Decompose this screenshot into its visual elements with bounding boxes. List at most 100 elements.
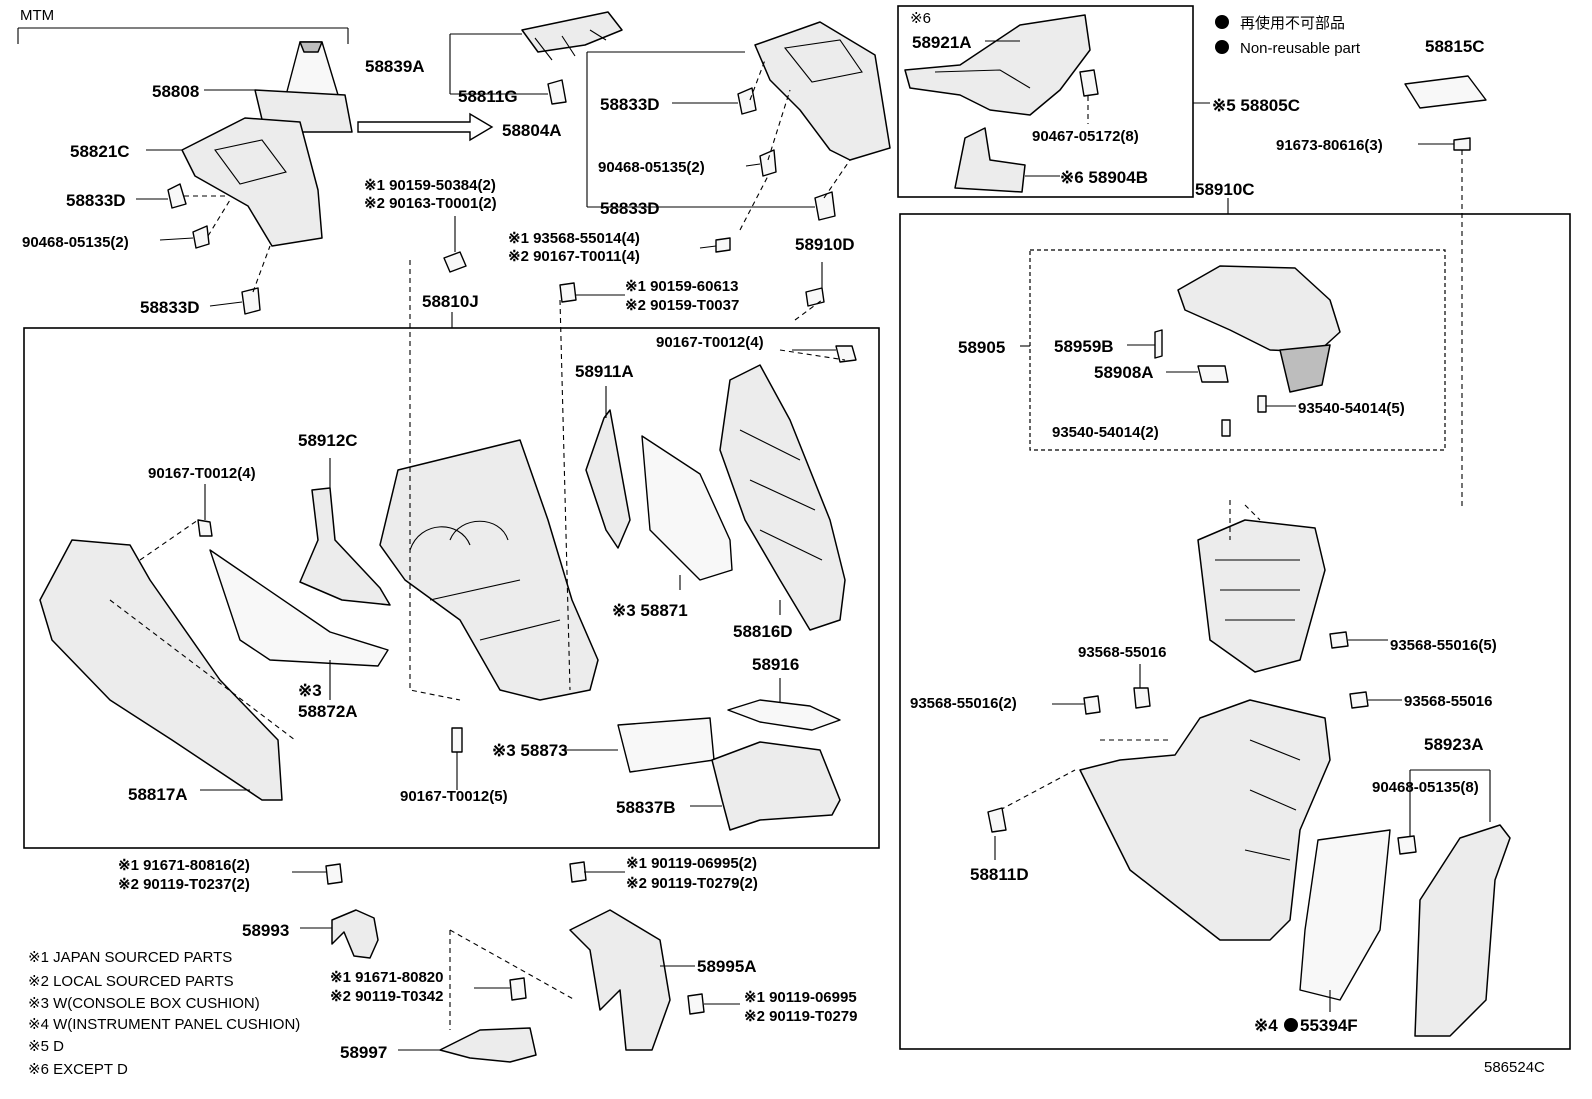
rear-trim-shape (1414, 824, 1511, 1037)
bracket-58997-shape (439, 1027, 537, 1063)
part-label-90159-T0037: ※2 90159-T0037 (625, 297, 739, 314)
part-label-55394F-note: ※4 (1254, 1016, 1278, 1035)
variant-label: MTM (20, 7, 54, 24)
part-label-90119-T0342: ※2 90119-T0342 (330, 988, 444, 1005)
shift-bezel-a-group (449, 11, 891, 231)
transition-arrow (357, 112, 494, 142)
footnote-5: ※5 D (28, 1038, 64, 1055)
part-label-91671-80816: ※1 91671-80816(2) (118, 857, 250, 874)
part-label-58997: 58997 (340, 1043, 387, 1062)
part-label-58808: 58808 (152, 82, 199, 101)
footnote-6: ※6 EXCEPT D (28, 1061, 128, 1078)
part-label-58873: ※3 58873 (492, 741, 568, 760)
part-label-58817A: 58817A (128, 785, 188, 804)
labels: MTM 58808 58839A 58811G 58833D 58804A 90… (20, 7, 1545, 1078)
part-label-58995A: 58995A (697, 957, 757, 976)
rear-console-frame (899, 213, 1571, 1050)
part-label-55394F-group: ※4 55394F (1254, 1016, 1358, 1035)
part-label-90119-T0279: ※2 90119-T0279 (744, 1008, 858, 1025)
part-label-93568-55016-a: 93568-55016 (1078, 644, 1166, 661)
footnote-3: ※3 W(CONSOLE BOX CUSHION) (28, 995, 260, 1012)
left-side-panel-shape (39, 539, 283, 801)
armrest-subframe (1029, 249, 1446, 451)
part-label-93540-54014-5: 93540-54014(5) (1298, 400, 1405, 417)
footnote-2: ※2 LOCAL SOURCED PARTS (28, 973, 234, 990)
part-label-58815C: 58815C (1425, 37, 1485, 56)
part-label-58811G: 58811G (458, 87, 518, 106)
part-label-58916: 58916 (752, 655, 799, 674)
footnote-4: ※4 W(INSTRUMENT PANEL CUSHION) (28, 1016, 300, 1033)
cup-holder-shape (711, 741, 841, 831)
part-label-58911A: 58911A (575, 362, 634, 381)
part-label-90468-05135-8: 90468-05135(8) (1372, 779, 1479, 796)
part-label-58908A: 58908A (1094, 363, 1154, 382)
part-label-91673-80616: 91673-80616(3) (1276, 137, 1383, 154)
console-box-body-shape (1197, 519, 1326, 673)
part-label-90159-50384: ※1 90159-50384(2) (364, 177, 496, 194)
part-label-58923A: 58923A (1424, 735, 1484, 754)
console-box-shape (379, 439, 599, 701)
footnotes: ※1 JAPAN SOURCED PARTS ※2 LOCAL SOURCED … (28, 949, 300, 1078)
part-label-90119-T0279-2: ※2 90119-T0279(2) (626, 875, 758, 892)
armrest-lid-shape (1177, 265, 1341, 353)
part-label-90163-T0001: ※2 90163-T0001(2) (364, 195, 497, 212)
part-label-93540-54014-2: 93540-54014(2) (1052, 424, 1159, 441)
part-label-58959B: 58959B (1054, 337, 1114, 356)
part-label-93568-55016-2: 93568-55016(2) (910, 695, 1017, 712)
part-label-90119-T0237: ※2 90119-T0237(2) (118, 876, 250, 893)
d-boot-shape (954, 127, 1026, 193)
part-label-58833D-d: 58833D (140, 298, 200, 317)
bracket-group (292, 861, 740, 1063)
cup-holder-mat-shape (617, 717, 715, 773)
part-label-58837B: 58837B (616, 798, 676, 817)
part-label-93568-55014: ※1 93568-55014(4) (508, 230, 640, 247)
bracket-58995A-shape (569, 909, 671, 1051)
part-label-58871: ※3 58871 (612, 601, 688, 620)
legend-jp: 再使用不可部品 (1240, 15, 1345, 32)
bracket-58993-shape (331, 909, 379, 959)
part-label-90468-a: 90468-05135(2) (598, 159, 705, 176)
part-label-55394F: 55394F (1300, 1016, 1358, 1035)
part-label-58912C: 58912C (298, 431, 358, 450)
side-cushion-shape (209, 549, 389, 667)
part-label-58872A-note: ※3 (298, 681, 322, 700)
legend-en: Non-reusable part (1240, 40, 1361, 57)
part-label-90467-05172: 90467-05172(8) (1032, 128, 1139, 145)
part-label-58921A-note: ※6 (910, 10, 931, 27)
part-label-58805C: ※5 58805C (1212, 96, 1300, 115)
d-bezel-shape (904, 14, 1091, 116)
shift-bezel-shape (181, 117, 323, 247)
part-label-58816D: 58816D (733, 622, 793, 641)
shift-bezel-d-frame (897, 5, 1194, 198)
part-label-58821C: 58821C (70, 142, 130, 161)
part-label-58833D-c: 58833D (66, 191, 126, 210)
part-label-90167-T0012-top: 90167-T0012(4) (656, 334, 764, 351)
part-label-93568-55016-5: 93568-55016(5) (1390, 637, 1497, 654)
sticker-shape (1404, 75, 1487, 109)
console-cushion-shape (641, 435, 733, 581)
part-label-90167-T0012-bot: 90167-T0012(5) (400, 788, 508, 805)
part-label-91671-80820: ※1 91671-80820 (330, 969, 444, 986)
rear-console-body-shape (1079, 699, 1331, 941)
upper-fasteners (443, 216, 857, 363)
part-label-58811D: 58811D (970, 865, 1029, 884)
footnote-1: ※1 JAPAN SOURCED PARTS (28, 949, 232, 966)
part-label-58804A: 58804A (502, 121, 562, 140)
part-label-90468-b: 90468-05135(2) (22, 234, 129, 251)
console-main-parts (39, 260, 846, 831)
part-label-90119-06995-2: ※1 90119-06995(2) (626, 855, 757, 872)
rear-console-group (987, 75, 1511, 1037)
part-label-90119-06995: ※1 90119-06995 (744, 989, 857, 1006)
part-label-58904B: ※6 58904B (1060, 168, 1148, 187)
part-label-58833D-a: 58833D (600, 95, 660, 114)
part-label-58910C: 58910C (1195, 180, 1255, 199)
legend: 再使用不可部品 Non-reusable part (1215, 15, 1361, 57)
shift-boot-group (136, 41, 353, 315)
part-label-58905: 58905 (958, 338, 1005, 357)
part-label-58993: 58993 (242, 921, 289, 940)
part-label-58921A: 58921A (912, 33, 972, 52)
cushion-panel-shape (1299, 829, 1391, 1001)
part-label-93568-55016-b: 93568-55016 (1404, 693, 1492, 710)
part-label-90159-60613: ※1 90159-60613 (625, 278, 739, 295)
